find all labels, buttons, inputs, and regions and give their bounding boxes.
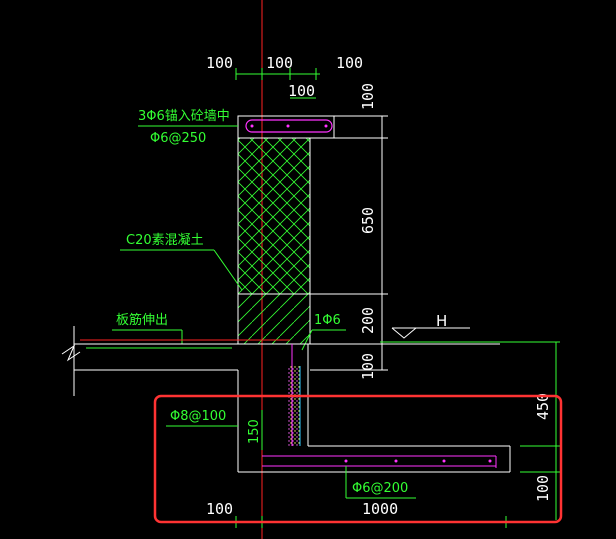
slab <box>61 326 500 472</box>
right-dimension-bottom <box>520 342 562 520</box>
dim-wall-150: 150 <box>247 419 262 444</box>
dim-right-650: 650 <box>359 207 377 234</box>
label-concrete: C20素混凝土 <box>126 232 204 248</box>
level-mark-label: H <box>436 312 447 330</box>
dim-right-450: 450 <box>534 393 552 420</box>
dim-top-right: 100 <box>336 54 363 72</box>
dim-bottom-left: 100 <box>206 500 233 518</box>
insulation-strip <box>288 366 300 446</box>
dim-right-100-top: 100 <box>359 83 377 110</box>
wall-lower-hatch <box>237 293 311 345</box>
level-mark <box>391 327 470 339</box>
label-anchor-rebar-line2: Φ6@250 <box>150 131 206 146</box>
dim-top-left: 100 <box>206 54 233 72</box>
dim-top-sub: 100 <box>288 82 315 100</box>
footing <box>238 445 511 473</box>
top-dimension <box>235 68 320 99</box>
label-phi8: Φ8@100 <box>170 409 226 424</box>
anchor-rebar-bar <box>245 119 333 133</box>
dim-right-100-mid: 100 <box>359 353 377 380</box>
label-phi6-200: Φ6@200 <box>352 481 408 496</box>
dim-top-mid: 100 <box>266 54 293 72</box>
label-slab-rebar: 板筋伸出 <box>116 312 168 328</box>
dim-bottom-1000: 1000 <box>362 500 398 518</box>
dim-right-100-bottom: 100 <box>534 475 552 502</box>
dim-right-200: 200 <box>359 307 377 334</box>
label-phi6: 1Φ6 <box>314 313 341 328</box>
highlight-box <box>153 394 563 524</box>
label-anchor-rebar-line1: 3Φ6锚入砼墙中 <box>138 109 230 124</box>
wall-crosshatch <box>237 137 311 295</box>
